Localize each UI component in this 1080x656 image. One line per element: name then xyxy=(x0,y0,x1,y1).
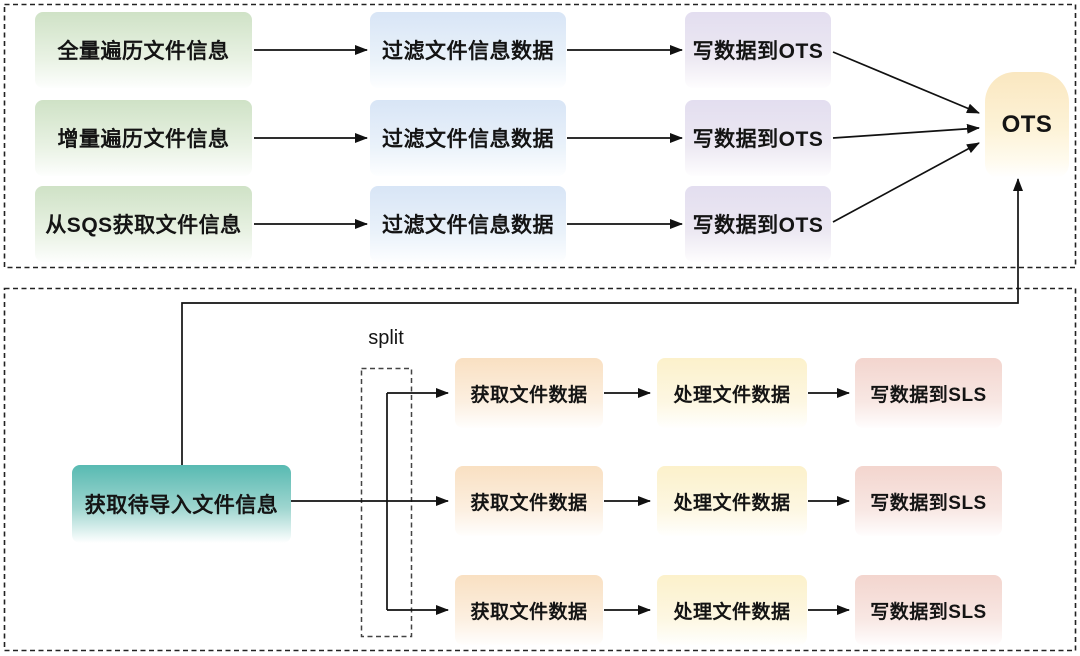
node-process-row1: 处理文件数据 xyxy=(657,358,807,428)
node-write-ots-row1: 写数据到OTS xyxy=(685,12,831,88)
sls-pipeline-container-border xyxy=(3,287,1077,652)
node-filter-row2: 过滤文件信息数据 xyxy=(370,100,566,176)
node-filter-row3: 过滤文件信息数据 xyxy=(370,186,566,262)
node-sqs-source: 从SQS获取文件信息 xyxy=(35,186,252,262)
node-process-row3: 处理文件数据 xyxy=(657,575,807,645)
arrow-write1-to-ots xyxy=(832,51,980,114)
ots-pipeline-container-border xyxy=(3,3,1077,269)
arrow-write2-to-ots xyxy=(832,123,980,139)
node-import-source: 获取待导入文件信息 xyxy=(72,465,291,543)
split-label: split xyxy=(368,326,404,349)
node-fetch-row1: 获取文件数据 xyxy=(455,358,603,428)
node-fetch-row3: 获取文件数据 xyxy=(455,575,603,645)
arrow-importsource-to-ots xyxy=(181,178,1023,465)
node-write-ots-row3: 写数据到OTS xyxy=(685,186,831,262)
node-write-ots-row2: 写数据到OTS xyxy=(685,100,831,176)
node-full-scan-source: 全量遍历文件信息 xyxy=(35,12,252,88)
node-filter-row1: 过滤文件信息数据 xyxy=(370,12,566,88)
ots-store: OTS xyxy=(985,72,1069,178)
node-fetch-row2: 获取文件数据 xyxy=(455,466,603,536)
split-group-box xyxy=(360,367,413,638)
node-write-sls-row3: 写数据到SLS xyxy=(855,575,1002,645)
node-write-sls-row2: 写数据到SLS xyxy=(855,466,1002,536)
node-write-sls-row1: 写数据到SLS xyxy=(855,358,1002,428)
node-incremental-scan-source: 增量遍历文件信息 xyxy=(35,100,252,176)
arrow-write3-to-ots xyxy=(832,142,980,223)
node-process-row2: 处理文件数据 xyxy=(657,466,807,536)
